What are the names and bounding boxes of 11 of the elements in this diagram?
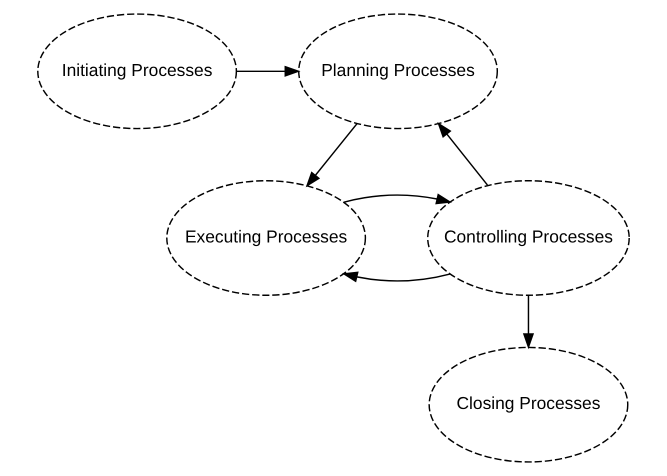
node-ellipse: Controlling Processes: [427, 180, 630, 296]
arrow: [522, 295, 534, 350]
arrow: [236, 66, 300, 77]
arrow: [306, 123, 358, 188]
node-ellipse: Planning Processes: [298, 13, 498, 130]
arrow: [342, 272, 450, 282]
node-ellipse: Executing Processes: [166, 180, 366, 296]
node-ellipse: Closing Processes: [428, 346, 628, 463]
node-ellipse: Initiating Processes: [37, 13, 238, 130]
arrow: [344, 193, 452, 204]
arrow: [437, 122, 488, 186]
